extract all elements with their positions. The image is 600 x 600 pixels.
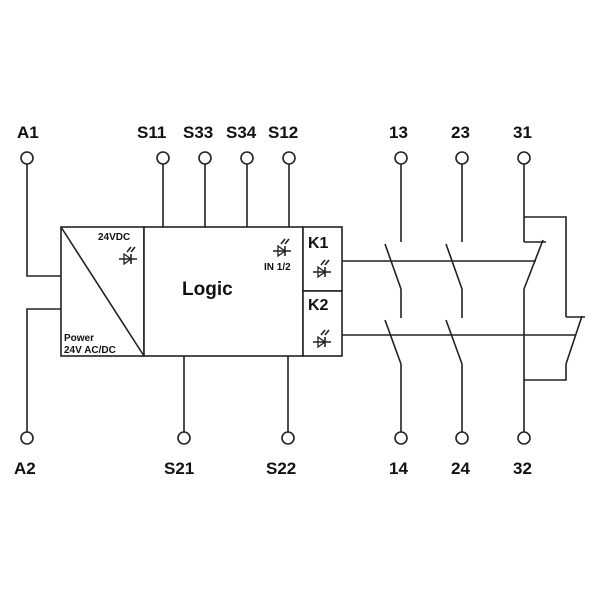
contact-23-24 <box>445 164 463 432</box>
input-led-icon <box>273 238 291 258</box>
terminal-label-a2: A2 <box>14 459 36 478</box>
terminal-s12 <box>282 151 296 165</box>
power-voltage-label: 24VDC <box>98 232 130 243</box>
relay-k1-block <box>302 226 343 292</box>
relay-k2-label: K2 <box>308 297 329 314</box>
terminal-label-s34: S34 <box>226 123 257 142</box>
terminal-a2 <box>20 431 34 445</box>
logic-block <box>143 226 304 357</box>
power-range-label: 24V AC/DC <box>64 345 116 356</box>
relay-k2-block <box>302 290 343 357</box>
terminal-label-s22: S22 <box>266 459 296 478</box>
terminal-label-24: 24 <box>451 459 470 478</box>
input-label: IN 1/2 <box>264 262 291 273</box>
terminal-label-32: 32 <box>513 459 532 478</box>
power-block-diagonal <box>60 226 145 357</box>
power-led-icon <box>119 246 137 266</box>
terminal-label-s33: S33 <box>183 123 213 142</box>
terminal-label-13: 13 <box>389 123 408 142</box>
terminal-label-a1: A1 <box>17 123 39 142</box>
wire-a2 <box>26 308 62 432</box>
terminal-23 <box>455 151 469 165</box>
relay-k1-label: K1 <box>308 235 329 252</box>
terminal-label-s12: S12 <box>268 123 298 142</box>
relay-k1-led-icon <box>313 259 331 279</box>
terminal-label-14: 14 <box>389 459 408 478</box>
contact-31-32 <box>523 164 585 432</box>
terminal-s21 <box>177 431 191 445</box>
wire-a1 <box>26 164 62 277</box>
terminal-s11 <box>156 151 170 165</box>
terminal-s33 <box>198 151 212 165</box>
terminal-31 <box>517 151 531 165</box>
terminal-a1 <box>20 151 34 165</box>
relay-k2-led-icon <box>313 329 331 349</box>
terminal-s22 <box>281 431 295 445</box>
terminal-13 <box>394 151 408 165</box>
terminal-label-23: 23 <box>451 123 470 142</box>
logic-label: Logic <box>182 279 233 300</box>
terminal-32 <box>517 431 531 445</box>
power-label: Power <box>64 333 94 344</box>
terminal-24 <box>455 431 469 445</box>
terminal-label-s21: S21 <box>164 459 194 478</box>
terminal-label-s11: S11 <box>137 123 166 142</box>
contact-13-14 <box>384 164 402 432</box>
terminal-s34 <box>240 151 254 165</box>
terminal-label-31: 31 <box>513 123 532 142</box>
terminal-14 <box>394 431 408 445</box>
